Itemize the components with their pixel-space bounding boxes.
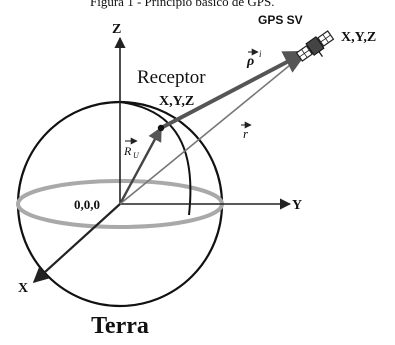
x-axis-label: X: [18, 281, 28, 296]
pseudorange-superscript: i: [259, 49, 262, 59]
user-position-subscript: U: [133, 151, 140, 160]
receiver-label: Receptor: [137, 67, 206, 88]
receiver-point: [157, 124, 165, 132]
pseudorange-label: ρ: [246, 54, 254, 69]
x-axis: [32, 203, 121, 284]
figure-caption: Figura 1 - Princípio básico de GPS.: [90, 0, 275, 9]
user-position-label: R: [123, 144, 132, 158]
satellite-position-symbol: r: [241, 121, 252, 141]
satellite-icon: [295, 30, 335, 62]
earth-label: Terra: [91, 313, 149, 339]
satellite-position-vector: [119, 51, 307, 205]
pseudorange-vector: [160, 50, 309, 130]
receiver-position-vector: [118, 126, 163, 205]
origin-label: 0,0,0: [74, 197, 100, 212]
z-axis-label: Z: [112, 22, 121, 37]
y-axis-label: Y: [292, 198, 302, 213]
meridian-arc: [119, 101, 192, 216]
user-position-symbol: R U: [123, 137, 140, 160]
receiver-coords: X,Y,Z: [159, 94, 194, 109]
pseudorange-symbol: ρ i: [246, 48, 262, 69]
satellite-coords: X,Y,Z: [341, 30, 376, 45]
satellite-label: GPS SV: [258, 13, 303, 27]
satellite-position-label: r: [243, 126, 249, 141]
